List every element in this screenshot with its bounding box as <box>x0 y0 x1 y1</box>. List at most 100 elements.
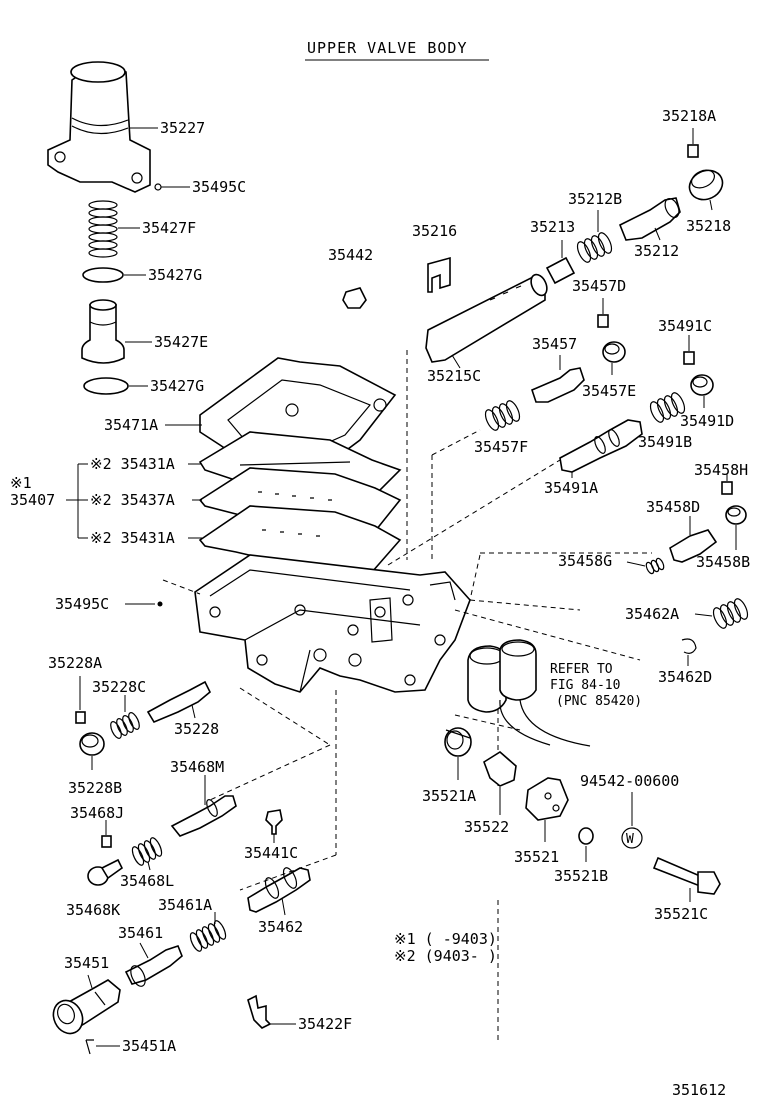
label-35228A: 35228A <box>48 654 102 672</box>
part-35495C-ball-mid <box>157 601 163 607</box>
figure-number: 351612 <box>672 1081 726 1099</box>
label-35427G-a: 35427G <box>148 266 202 284</box>
part-35468L-spring-drawing <box>131 837 163 866</box>
part-35457-drawing <box>531 367 585 403</box>
part-35427G-oring-a <box>82 267 124 283</box>
label-35521C: 35521C <box>654 905 708 923</box>
refer-line-1: REFER TO <box>550 662 613 677</box>
label-35462A: 35462A <box>625 605 679 623</box>
label-35457: 35457 <box>532 335 577 353</box>
refer-line-3: (PNC 85420) <box>556 694 642 709</box>
label-35228C: 35228C <box>92 678 146 696</box>
label-35227: 35227 <box>160 119 205 137</box>
label-35451A: 35451A <box>122 1037 176 1055</box>
label-35218: 35218 <box>686 217 731 235</box>
part-35491B-spring-drawing <box>649 392 686 423</box>
part-35228B-drawing <box>79 732 105 756</box>
label-35216: 35216 <box>412 222 457 240</box>
group-bracket <box>66 463 88 539</box>
part-35227-cover-drawing <box>47 61 151 193</box>
label-35461A: 35461A <box>158 896 212 914</box>
label-35212B: 35212B <box>568 190 622 208</box>
part-35457F-spring-drawing <box>484 400 521 431</box>
part-35228-drawing <box>146 680 211 724</box>
part-35215C-valve-drawing <box>425 273 548 363</box>
label-35471A: 35471A <box>104 416 158 434</box>
part-35427F-spring-drawing <box>88 200 118 258</box>
label-35521B: 35521B <box>554 867 608 885</box>
part-35427E-sleeve-drawing <box>81 299 125 364</box>
part-35491D-drawing <box>690 374 714 396</box>
label-35407: 35407 <box>10 491 55 509</box>
part-35458D-drawing <box>669 529 718 563</box>
label-35491A: 35491A <box>544 479 598 497</box>
part-35521-drawing <box>525 777 569 821</box>
label-35458G: 35458G <box>558 552 612 570</box>
label-35427G-b: 35427G <box>150 377 204 395</box>
label-35491D: 35491D <box>680 412 734 430</box>
label-35218A: 35218A <box>662 107 716 125</box>
part-35458H-drawing <box>721 481 733 495</box>
label-35521A: 35521A <box>422 787 476 805</box>
part-35521B-drawing <box>578 827 594 845</box>
label-35457D: 35457D <box>572 277 626 295</box>
part-35228A-drawing <box>75 711 86 724</box>
label-35491B: 35491B <box>638 433 692 451</box>
solenoid-reference-drawing <box>467 639 591 747</box>
label-35468K: 35468K <box>66 901 120 919</box>
label-35462: 35462 <box>258 918 303 936</box>
part-35457E-drawing <box>602 341 626 363</box>
part-35213-drawing <box>545 256 576 285</box>
label-35422F: 35422F <box>298 1015 352 1033</box>
part-35462A-spring-drawing <box>712 598 749 629</box>
footnote-1: ※1 ( -9403) <box>394 930 497 948</box>
part-35468K-drawing <box>87 858 124 886</box>
upper-valve-body-casting-drawing <box>194 554 471 693</box>
part-35457D-drawing <box>597 314 609 328</box>
label-35461: 35461 <box>118 924 163 942</box>
label-35215C: 35215C <box>427 367 481 385</box>
part-35495C-ball-top <box>154 183 162 191</box>
label-35451: 35451 <box>64 954 109 972</box>
part-35441C-drawing <box>265 809 283 835</box>
label-35457E: 35457E <box>582 382 636 400</box>
part-35458G-spring-drawing <box>645 557 665 575</box>
w-symbol-text: W <box>626 832 634 847</box>
label-35458D: 35458D <box>646 498 700 516</box>
label-35522: 35522 <box>464 818 509 836</box>
part-35451-drawing <box>52 979 121 1035</box>
part-35216-drawing <box>427 256 451 293</box>
label-94542-00600: 94542-00600 <box>580 772 679 790</box>
label-35458H: 35458H <box>694 461 748 479</box>
label-35212: 35212 <box>634 242 679 260</box>
part-35521C-bolt-drawing <box>652 856 721 895</box>
label-35458B: 35458B <box>696 553 750 571</box>
part-35427G-oring-b <box>83 377 129 395</box>
part-35521A-drawing <box>444 727 472 757</box>
part-35468M-valve-drawing <box>170 795 237 837</box>
refer-line-2: FIG 84-10 <box>550 678 620 693</box>
label-35491C: 35491C <box>658 317 712 335</box>
label-35228B: 35228B <box>68 779 122 797</box>
label-35427E: 35427E <box>154 333 208 351</box>
part-35218A-drawing <box>687 144 699 158</box>
label-35228: 35228 <box>174 720 219 738</box>
label-35213: 35213 <box>530 218 575 236</box>
part-35462-valve-drawing <box>247 867 311 913</box>
label-35431A-b: ※2 35431A <box>90 529 175 547</box>
part-35451A-drawing <box>85 1039 94 1055</box>
diagram-title: UPPER VALVE BODY <box>307 39 468 57</box>
label-35462D: 35462D <box>658 668 712 686</box>
group-mark: ※1 <box>10 474 32 492</box>
label-35468L: 35468L <box>120 872 174 890</box>
part-35218-plug-drawing <box>688 169 724 201</box>
part-35491C-drawing <box>683 351 695 365</box>
label-35431A-a: ※2 35431A <box>90 455 175 473</box>
part-35228C-spring-drawing <box>110 712 140 739</box>
part-35461A-spring-drawing <box>189 920 227 952</box>
label-35427F: 35427F <box>142 219 196 237</box>
part-35462D-drawing <box>681 638 697 654</box>
part-35442-drawing <box>342 287 367 309</box>
